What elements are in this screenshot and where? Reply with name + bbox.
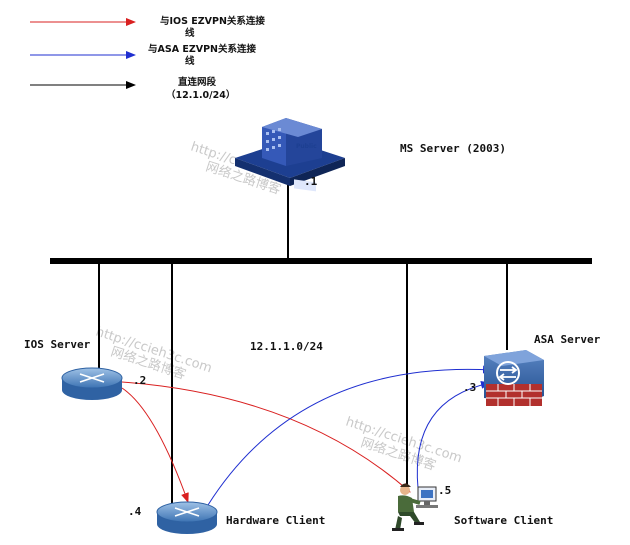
ios-server-label: IOS Server	[24, 338, 91, 351]
legend-ios-label-1: 与IOS EZVPN关系连接	[160, 15, 265, 27]
legend-ios-label-2: 线	[185, 27, 195, 39]
asa-firewall-icon	[484, 350, 544, 406]
ios-to-software-vpn	[121, 381, 411, 493]
ios-server-router-icon	[61, 367, 123, 400]
software-client-user-icon	[392, 483, 438, 531]
legend-asa-label-2: 线	[185, 55, 195, 67]
lan-backbone	[50, 258, 592, 264]
ios-to-hardware-vpn	[121, 387, 189, 503]
ms-server-label: MS Server (2003)	[400, 142, 506, 155]
ios-server-ip: .2	[133, 374, 146, 387]
watermark-group: http://cci 网络之路博客 http://ccieh3c.com 网络之…	[94, 140, 464, 474]
software-to-asa-vpn	[416, 380, 491, 489]
asa-server-ip: .3	[463, 381, 476, 394]
ms-server-ip: .1	[304, 175, 318, 188]
hardware-client-label: Hardware Client	[226, 514, 325, 527]
legend-lan-label-1: 直连网段	[178, 76, 217, 88]
hardware-client-router-icon	[156, 501, 218, 534]
software-client-label: Software Client	[454, 514, 553, 527]
legend-asa-label-1: 与ASA EZVPN关系连接	[148, 43, 256, 55]
software-client-ip: .5	[438, 484, 451, 497]
network-label: 12.1.1.0/24	[250, 340, 323, 353]
asa-server-label: ASA Server	[534, 333, 601, 346]
hardware-to-asa-vpn	[207, 365, 493, 506]
hardware-client-ip: .4	[128, 505, 142, 518]
legend: 与IOS EZVPN关系连接 线 与ASA EZVPN关系连接 线 直连网段 （…	[30, 15, 265, 101]
ms-server-icon: Public	[235, 118, 345, 192]
legend-lan-label-2: （12.1.0/24）	[166, 89, 235, 101]
public-badge: Public	[296, 143, 317, 150]
